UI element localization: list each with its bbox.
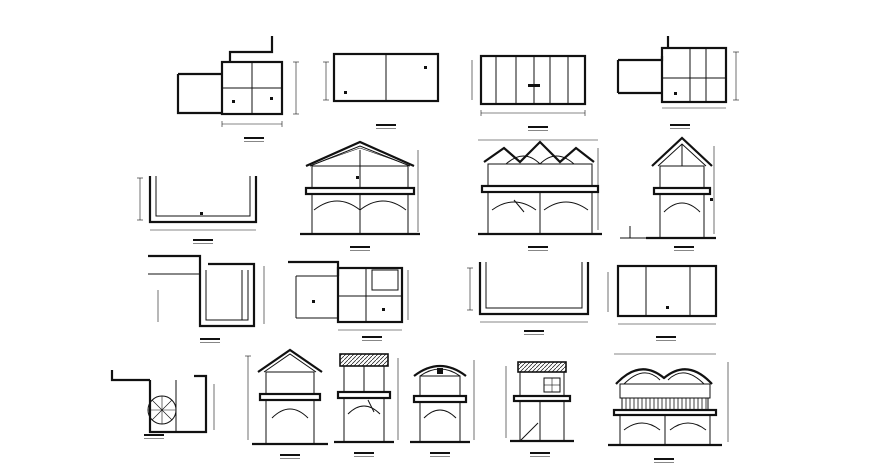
plan-4	[616, 36, 739, 129]
elevation-1	[300, 140, 420, 251]
elevation-5	[334, 353, 399, 457]
plan-6	[148, 254, 265, 343]
plan-8	[467, 262, 590, 335]
plan-5	[137, 176, 258, 244]
section-1	[505, 361, 574, 457]
elevation-7	[608, 353, 729, 463]
elevation-2	[478, 139, 602, 251]
elevation-4	[245, 348, 328, 459]
plan-10	[110, 370, 215, 439]
elevation-6	[410, 360, 475, 457]
plan-9	[607, 264, 718, 341]
elevation-3	[620, 136, 716, 251]
plan-7	[288, 260, 409, 341]
plan-2	[323, 52, 440, 129]
plan-3	[471, 54, 587, 131]
plan-1	[176, 36, 299, 142]
